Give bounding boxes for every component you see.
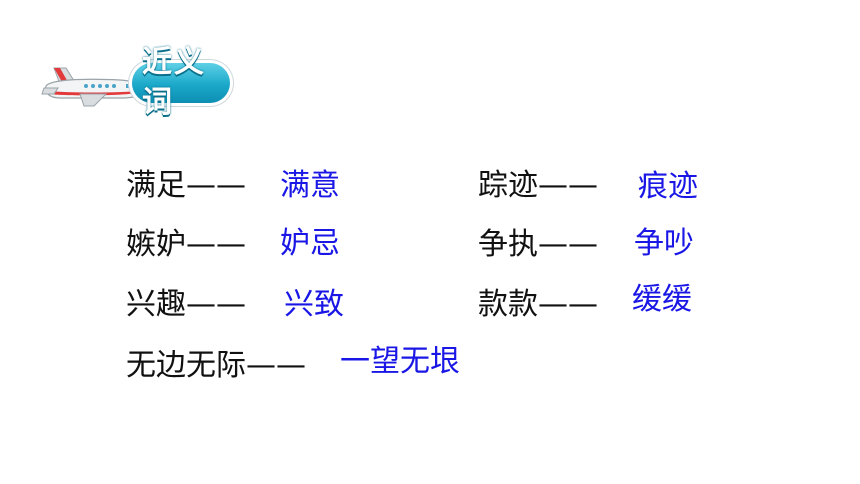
term-word: 嫉妒—— <box>126 227 246 262</box>
term-word: 无边无际—— <box>126 348 306 383</box>
pair-row: 兴趣—— <box>126 285 246 325</box>
synonym-answer: 争吵 <box>634 226 694 261</box>
term-word: 踪迹—— <box>478 168 598 203</box>
pair-row: 踪迹—— <box>478 166 598 206</box>
pair-row: 争执—— <box>478 225 598 265</box>
synonym-answer: 一望无垠 <box>340 344 460 379</box>
pair-row: 嫉妒—— <box>126 225 246 265</box>
synonym-answer: 痕迹 <box>638 169 698 204</box>
term-word: 款款—— <box>478 287 598 322</box>
pair-row: 款款—— <box>478 285 598 325</box>
pair-row: 无边无际—— <box>126 346 306 386</box>
section-title-badge: 近义词 <box>132 45 230 120</box>
term-word: 争执—— <box>478 227 598 262</box>
section-title: 近义词 <box>142 45 206 120</box>
term-word: 满足—— <box>126 168 246 203</box>
term-word: 兴趣—— <box>126 287 246 322</box>
synonym-answer: 兴致 <box>284 287 344 322</box>
pair-row: 满足—— <box>126 166 246 206</box>
synonym-answer: 满意 <box>280 168 340 203</box>
synonym-answer: 妒忌 <box>280 226 340 261</box>
section-header: 近义词 <box>40 45 230 120</box>
synonym-answer: 缓缓 <box>632 282 692 317</box>
